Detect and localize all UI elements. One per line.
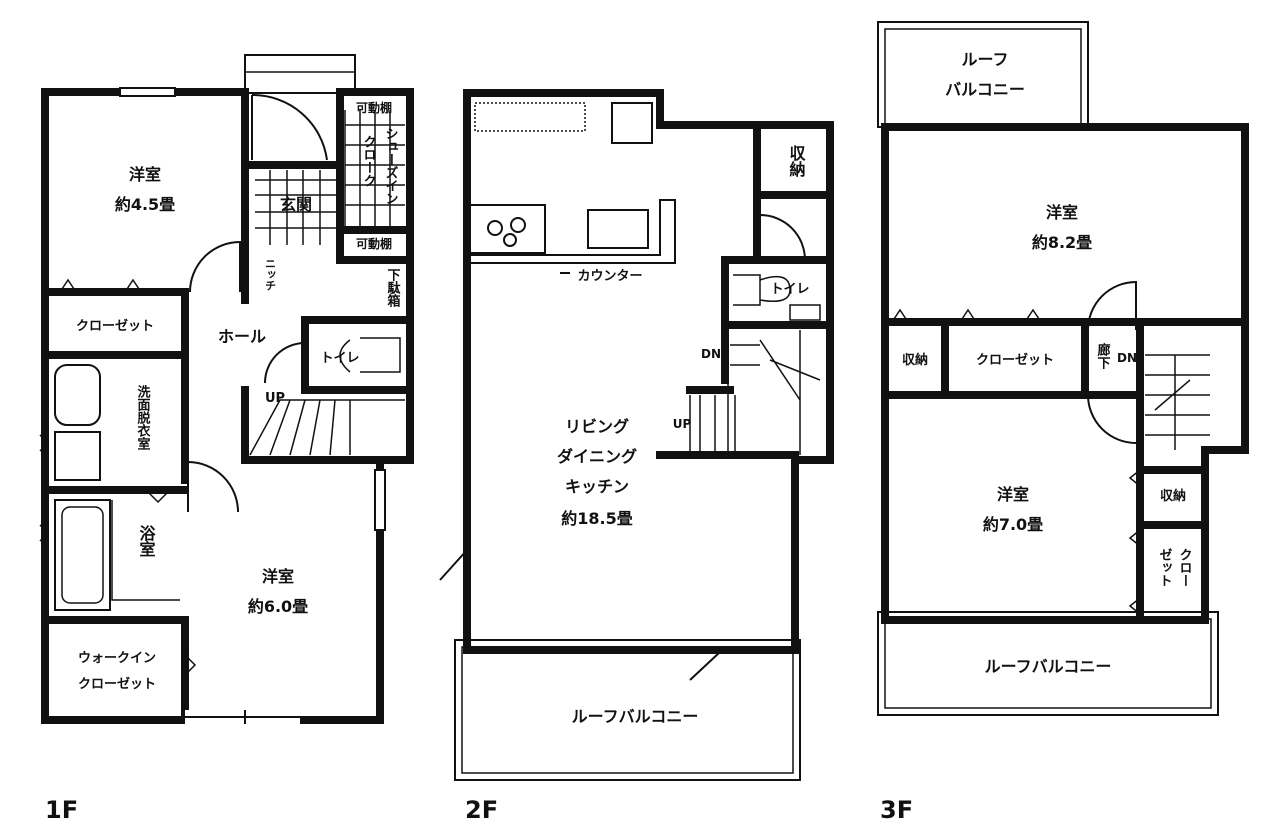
- floor-label-2f: 2F: [465, 796, 498, 824]
- counter-label: カウンター: [577, 269, 642, 284]
- storage-label: 収納: [787, 145, 806, 178]
- dn-label: DN: [701, 347, 721, 361]
- shelf-bottom: 可動棚: [356, 236, 392, 251]
- room-south-size: 約6.0畳: [248, 597, 308, 616]
- floor-3f: ルーフ バルコニー 洋室 約8.2畳 収納 クローゼット 廊下 DN 洋室 約7…: [877, 21, 1249, 824]
- hall-label: ホール: [218, 327, 266, 346]
- balcony-bottom-3f: [877, 611, 1219, 716]
- toilet-label: トイレ: [320, 351, 359, 366]
- floor-label-1f: 1F: [45, 796, 78, 824]
- up-label: UP: [265, 391, 285, 406]
- storage-east-label: 収納: [1160, 488, 1186, 504]
- room-south-name: 洋室: [997, 485, 1029, 504]
- storage-west-label: 収納: [902, 352, 928, 368]
- room-south-name: 洋室: [262, 567, 294, 586]
- corridor-label: 廊下: [1095, 342, 1111, 370]
- bath-label: 浴室: [137, 524, 156, 557]
- closet-east-line1: クロー: [1177, 548, 1193, 587]
- room-north-name: 洋室: [1046, 203, 1078, 222]
- dn-label: DN: [1117, 351, 1137, 365]
- entrance-tiles: [255, 110, 405, 245]
- room-north-size: 約8.2畳: [1032, 233, 1092, 252]
- shoe-closet-line2: クローク: [361, 135, 377, 187]
- balcony-top-line2: バルコニー: [945, 80, 1025, 99]
- room-south-size: 約7.0畳: [983, 515, 1043, 534]
- washroom-label: 洗面脱衣室: [135, 384, 151, 451]
- floor-1f: 洋室 約4.5畳 可動棚 シューズイン クローク 玄関 可動棚 ニッチ 下駄箱 …: [39, 54, 414, 824]
- closet-label: クローゼット: [76, 318, 154, 334]
- balcony-top-line1: ルーフ: [961, 50, 1008, 69]
- closet-label: クローゼット: [976, 352, 1054, 368]
- room-west-size: 約4.5畳: [115, 195, 175, 214]
- entrance-label: 玄関: [280, 195, 312, 214]
- walkin-line1: ウォークイン: [78, 651, 156, 666]
- ldk-line3: キッチン: [565, 477, 629, 496]
- shelf-top: 可動棚: [356, 100, 392, 115]
- toilet-label: トイレ: [770, 282, 809, 297]
- room-west-name: 洋室: [129, 165, 161, 184]
- balcony-2f: [454, 639, 801, 781]
- shoe-box-label: 下駄箱: [385, 268, 401, 308]
- closet-east-line2: ゼット: [1157, 547, 1173, 587]
- ldk-size: 約18.5畳: [561, 509, 632, 528]
- ldk-line1: リビング: [565, 417, 629, 436]
- balcony-top-3f: [877, 21, 1089, 128]
- niche-label: ニッチ: [264, 258, 277, 291]
- balcony-label: ルーフバルコニー: [572, 707, 699, 726]
- balcony-bottom-label: ルーフバルコニー: [985, 657, 1112, 676]
- floor-2f: 収納 トイレ カウンター DN UP リビング ダイニング キッチン 約18.5…: [439, 89, 834, 824]
- shoe-closet-line1: シューズイン: [383, 127, 399, 205]
- ldk-line2: ダイニング: [557, 447, 637, 466]
- up-label: UP: [673, 417, 692, 431]
- floor-label-3f: 3F: [880, 796, 913, 824]
- porch: [244, 54, 356, 94]
- walkin-line2: クローゼット: [78, 676, 156, 692]
